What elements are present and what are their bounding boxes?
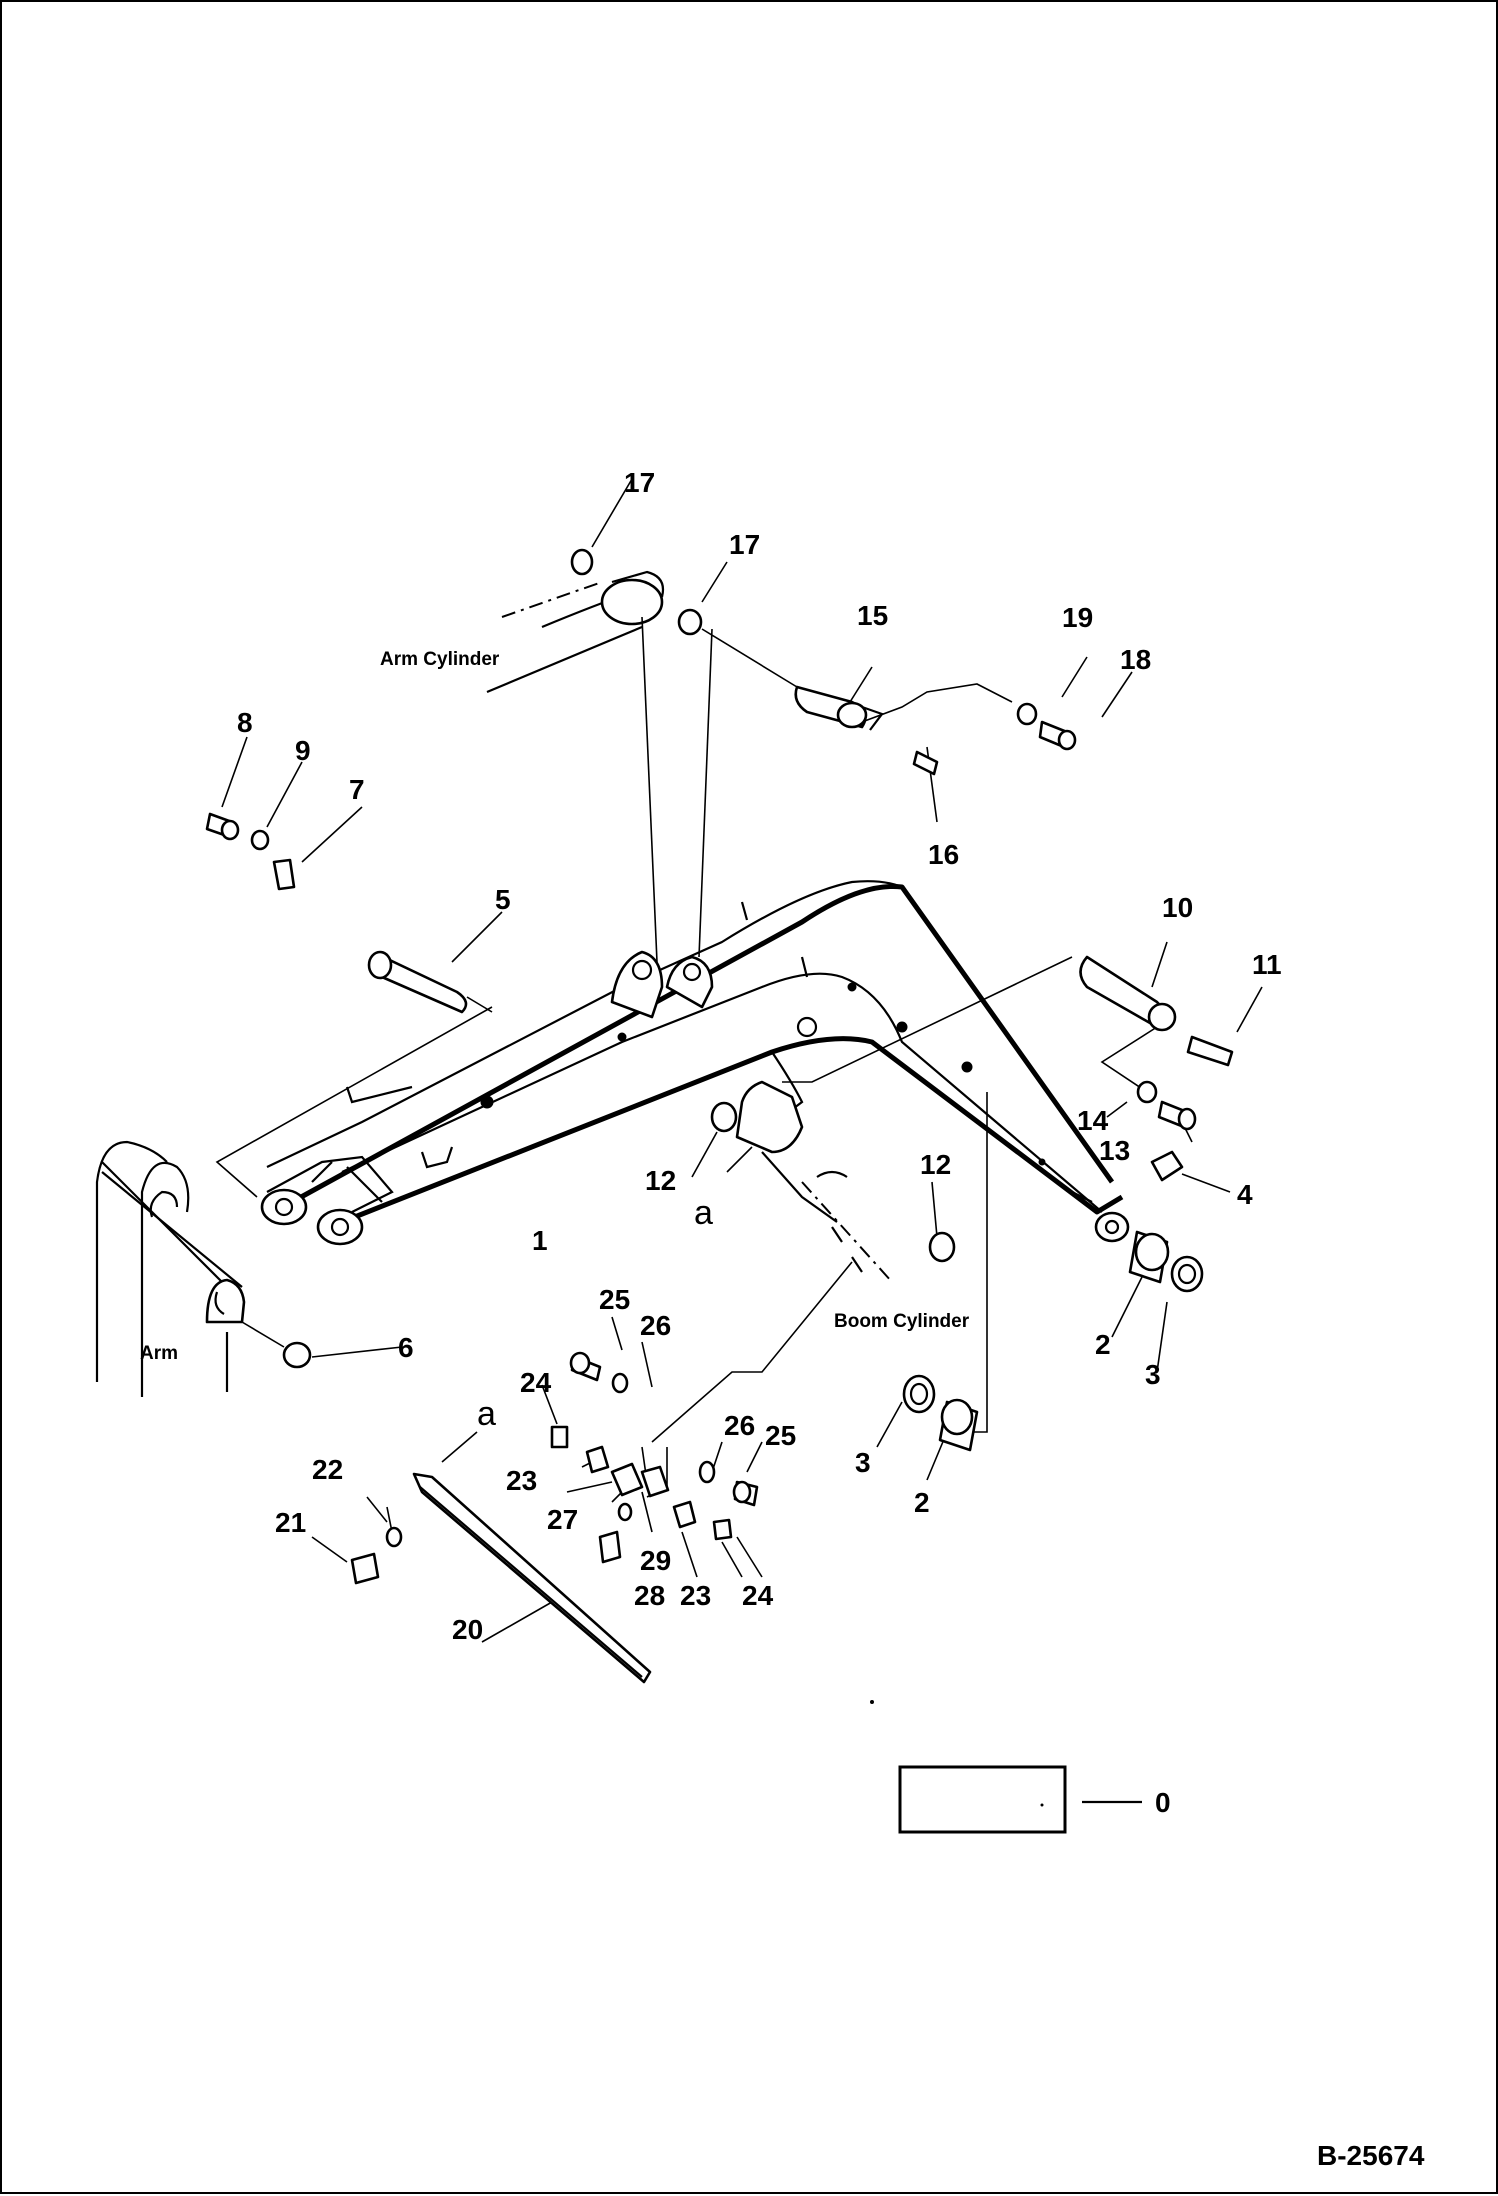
callout-18: 18 (1120, 644, 1151, 675)
arm-label: Arm (140, 1343, 178, 1364)
callout-25-upper: 25 (599, 1284, 630, 1315)
callout-6: 6 (398, 1332, 414, 1363)
callout-11: 11 (1252, 949, 1282, 980)
callout-2-right: 2 (1095, 1329, 1111, 1360)
callout-5: 5 (495, 884, 511, 915)
callout-15: 15 (857, 600, 888, 631)
callout-22: 22 (312, 1454, 343, 1485)
view-ref-a-lower: a (477, 1395, 496, 1433)
arm-cylinder (486, 570, 665, 694)
callout-12-left: 12 (645, 1165, 676, 1196)
callout-17-lower: 17 (729, 529, 760, 560)
callout-29: 29 (640, 1545, 671, 1576)
callout-19: 19 (1062, 602, 1093, 633)
callout-7: 7 (349, 774, 365, 805)
view-ref-a-upper: a (694, 1194, 713, 1232)
callout-9: 9 (295, 735, 311, 766)
callout-2-center: 2 (914, 1487, 930, 1518)
callout-12-right: 12 (920, 1149, 951, 1180)
callout-20: 20 (452, 1614, 483, 1645)
callout-24-lower: 24 (742, 1580, 774, 1611)
callout-3-right: 3 (1145, 1359, 1161, 1390)
callout-17-upper: 17 (624, 467, 655, 498)
legend-ref: 0 (1155, 1787, 1171, 1818)
labels: Arm Cylinder Boom Cylinder Arm a a B-256… (140, 467, 1425, 2171)
boom-cylinder (735, 1080, 893, 1283)
leader-lines (215, 478, 1263, 1643)
callout-23-upper: 23 (506, 1465, 537, 1496)
legend-box (870, 1700, 1142, 1834)
callout-26-upper: 26 (640, 1310, 671, 1341)
callout-24-upper: 24 (520, 1367, 552, 1398)
callout-8: 8 (237, 707, 253, 738)
callout-23-lower: 23 (680, 1580, 711, 1611)
callout-21: 21 (275, 1507, 306, 1538)
arm-end (95, 1140, 246, 1397)
callout-16: 16 (928, 839, 959, 870)
callout-10: 10 (1162, 892, 1193, 923)
callout-1: 1 (532, 1225, 548, 1256)
boom-cylinder-label: Boom Cylinder (834, 1311, 970, 1332)
figure-code: B-25674 (1317, 2140, 1425, 2171)
arm-cylinder-label: Arm Cylinder (380, 649, 500, 670)
callout-3-center: 3 (855, 1447, 871, 1478)
callout-26-lower: 26 (724, 1410, 755, 1441)
boom (260, 880, 1130, 1246)
callout-14: 14 (1077, 1105, 1109, 1136)
callout-13: 13 (1099, 1135, 1130, 1166)
callout-4: 4 (1237, 1179, 1253, 1210)
callout-25-lower: 25 (765, 1420, 796, 1451)
small-parts (205, 548, 1234, 1684)
callout-27: 27 (547, 1504, 578, 1535)
callout-28: 28 (634, 1580, 665, 1611)
